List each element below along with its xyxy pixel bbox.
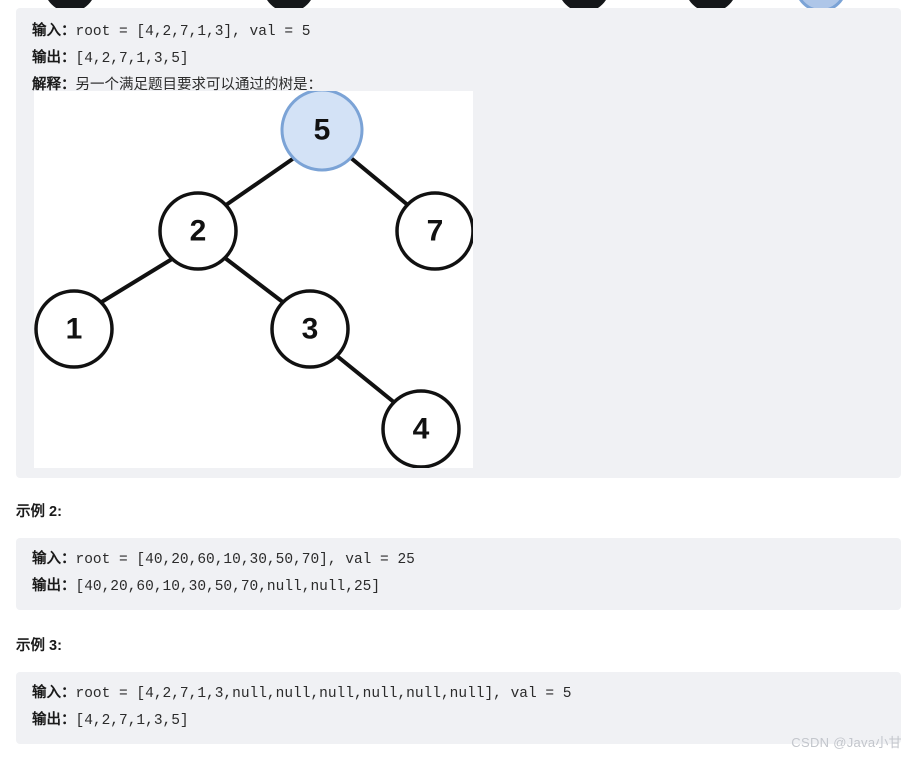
tree-node-4-label: 4 (413, 413, 430, 446)
example-2-output-label: 输出： (32, 578, 76, 594)
tree-node-2-label: 2 (190, 215, 207, 248)
example-2-code-block: 输入：root = [40,20,60,10,30,50,70], val = … (16, 538, 901, 610)
clipped-node-1 (44, 0, 96, 8)
tree-node-3-label: 3 (302, 313, 319, 346)
example-3-output-value: [4,2,7,1,3,5] (75, 713, 189, 729)
tree-node-1-circle (34, 289, 114, 369)
tree-node-1: 1 (34, 289, 114, 369)
edge-2-1 (98, 257, 174, 305)
clipped-node-5-highlight (795, 0, 847, 8)
tree-node-7: 7 (395, 191, 473, 271)
example-3-output-label: 输出： (32, 712, 76, 728)
tree-node-5-label: 5 (314, 114, 331, 147)
tree-node-7-circle (395, 191, 473, 271)
tree-node-7-label: 7 (427, 215, 444, 248)
tree-edges (98, 156, 411, 405)
clipped-node-2 (263, 0, 315, 8)
example-1-output-line: 输出：[4,2,7,1,3,5] (16, 45, 901, 72)
tree-node-1-label: 1 (66, 313, 83, 346)
binary-tree-svg: 5 2 7 1 3 (34, 91, 473, 468)
example-1-input-label: 输入： (32, 23, 76, 39)
example-1-code-block: 输入：root = [4,2,7,1,3], val = 5 输出：[4,2,7… (16, 8, 901, 478)
tree-node-5-circle (280, 91, 364, 172)
edge-2-3 (223, 256, 286, 305)
example-1-input-line: 输入：root = [4,2,7,1,3], val = 5 (16, 8, 901, 45)
example-2-output-line: 输出：[40,20,60,10,30,50,70,null,null,25] (16, 573, 901, 600)
tree-node-4-circle (381, 389, 461, 468)
example-3-input-line: 输入：root = [4,2,7,1,3,null,null,null,null… (16, 672, 901, 707)
example-3-output-line: 输出：[4,2,7,1,3,5] (16, 707, 901, 734)
edge-5-7 (349, 156, 411, 208)
clipped-tree-nodes-strip (0, 0, 916, 8)
example-1-explain-label: 解释： (32, 77, 76, 93)
clipped-node-3 (558, 0, 610, 8)
tree-node-2-circle (158, 191, 238, 271)
example-1-output-value: [4,2,7,1,3,5] (75, 51, 189, 67)
example-2-heading: 示例 2: (16, 504, 62, 520)
example-1-input-value: root = [4,2,7,1,3], val = 5 (75, 24, 311, 40)
tree-node-5: 5 (280, 91, 364, 172)
example-2-input-line: 输入：root = [40,20,60,10,30,50,70], val = … (16, 538, 901, 573)
example-2-input-label: 输入： (32, 551, 76, 567)
binary-tree-diagram: 5 2 7 1 3 (34, 91, 473, 468)
tree-node-4: 4 (381, 389, 461, 468)
example-3-heading: 示例 3: (16, 638, 62, 654)
edge-5-2 (224, 156, 296, 207)
example-1-explain-line: 解释：另一个满足题目要求可以通过的树是： (16, 72, 901, 99)
csdn-watermark: CSDN @Java小甘 (791, 735, 902, 750)
tree-node-2: 2 (158, 191, 238, 271)
example-3-input-label: 输入： (32, 685, 76, 701)
clipped-node-4 (685, 0, 737, 8)
example-2-output-value: [40,20,60,10,30,50,70,null,null,25] (75, 579, 381, 595)
example-1-explain-value: 另一个满足题目要求可以通过的树是： (75, 77, 323, 93)
edge-3-4 (335, 354, 397, 405)
example-3-code-block: 输入：root = [4,2,7,1,3,null,null,null,null… (16, 672, 901, 744)
example-1-output-label: 输出： (32, 50, 76, 66)
example-3-input-value: root = [4,2,7,1,3,null,null,null,null,nu… (75, 686, 572, 702)
tree-node-3-circle (270, 289, 350, 369)
example-2-input-value: root = [40,20,60,10,30,50,70], val = 25 (75, 552, 415, 568)
tree-node-3: 3 (270, 289, 350, 369)
